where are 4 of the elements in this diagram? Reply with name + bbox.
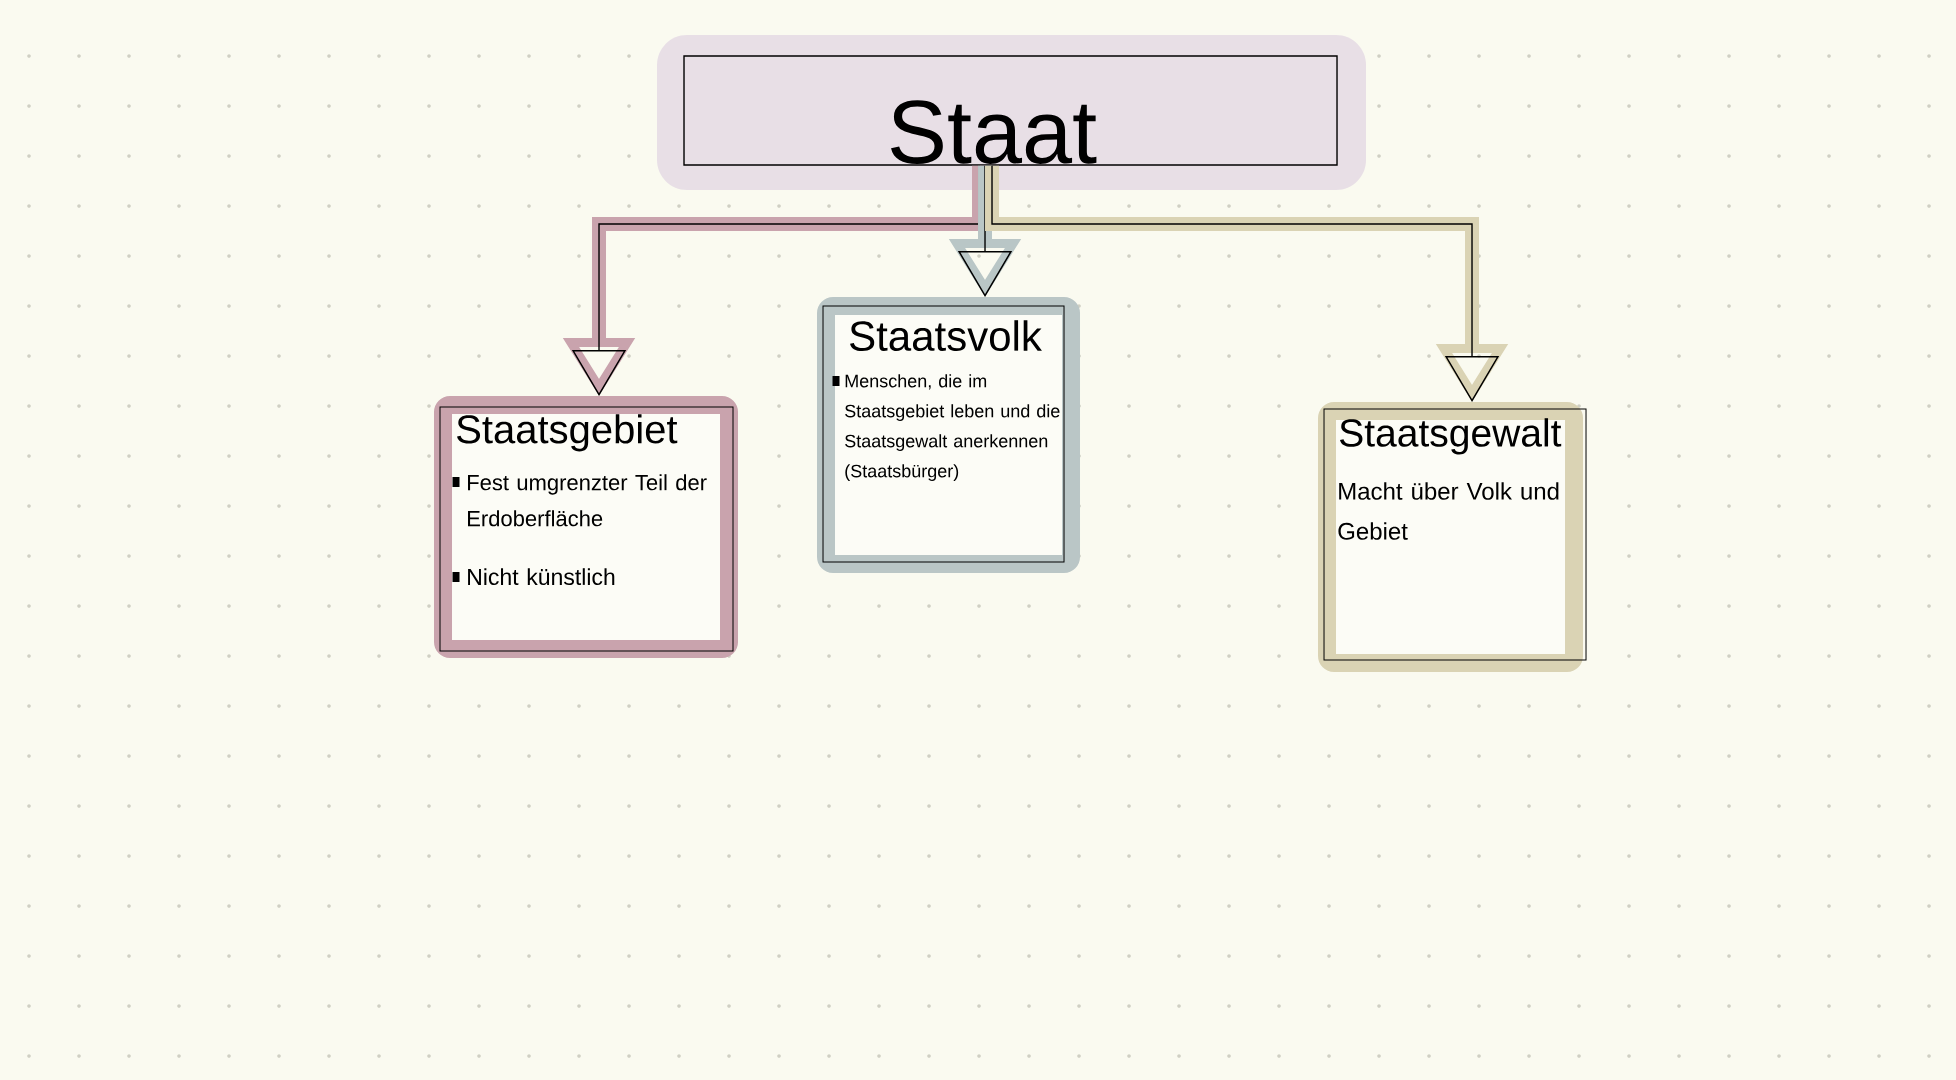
description-text: Menschen, die im Staatsgebiet leben und die Staatsgewalt anerkennen (Staatsbürger) [845, 374, 1060, 481]
heading-box: Staat [657, 35, 1366, 190]
arrow [985, 165, 1509, 402]
box-heading: Staatsvolk [850, 320, 1042, 352]
